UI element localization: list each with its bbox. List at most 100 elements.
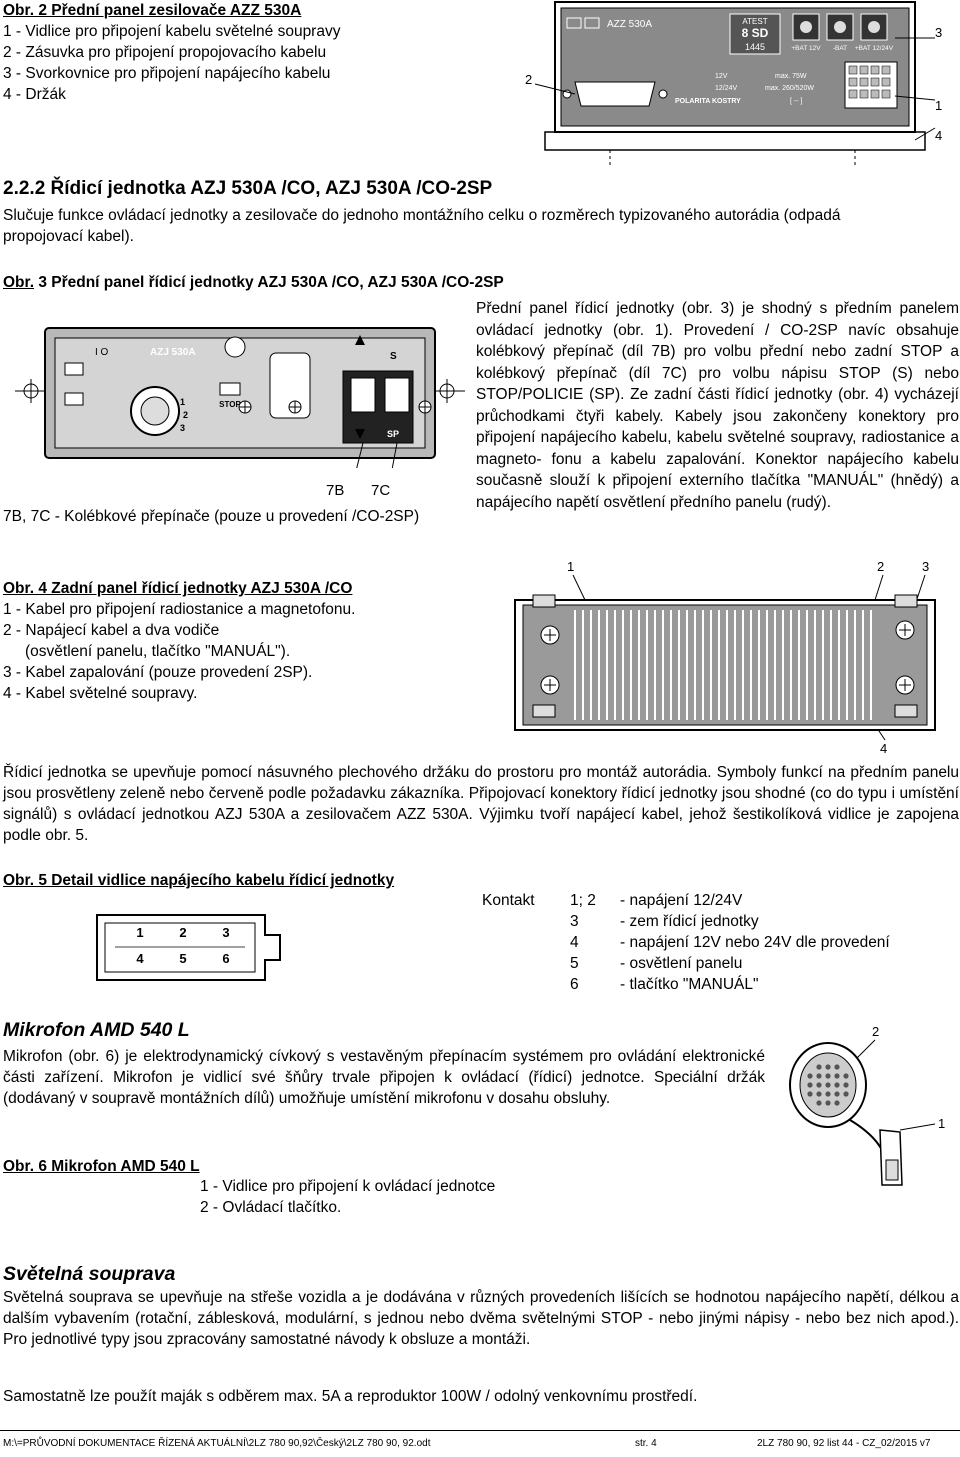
cu-dial-3: 3 [180, 423, 185, 433]
terminal-block [792, 13, 888, 41]
contact-row: 1; 2 - napájení 12/24V [570, 890, 890, 911]
fig2-item: 2 - Zásuvka pro připojení propojovacího … [3, 44, 327, 61]
fig4-item: 1 - Kabel pro připojení radiostanice a m… [3, 601, 356, 618]
contact-desc: - napájení 12/24V [620, 892, 743, 909]
fig2-caption: Obr. 2 Přední panel zesilovače AZZ 530A … [3, 0, 423, 105]
rear-callout-2: 2 [877, 559, 884, 574]
fig4-item: (osvětlení panelu, tlačítko "MANUÁL"). [25, 643, 291, 660]
fig2-item: 1 - Vidlice pro připojení kabelu světeln… [3, 23, 341, 40]
contact-table: 1; 2 - napájení 12/24V 3 - zem řídicí jedn… [570, 890, 890, 995]
fig4-title: Obr. 4 Zadní panel řídicí jednotky AZJ 5… [3, 580, 353, 597]
cu-volume-knob[interactable] [224, 336, 246, 358]
contact-pin: 1; 2 [570, 892, 596, 909]
light-text2: Samostatně lze použít maják s odběrem ma… [3, 1388, 698, 1405]
contact-pin: 4 [570, 934, 579, 951]
fig4-caption: Obr. 4 Zadní panel řídicí jednotky AZJ 5… [3, 578, 473, 704]
mic-text: Mikrofon (obr. 6) je elektrodynamický cí… [3, 1048, 765, 1107]
fig4-item: 3 - Kabel zapalování (pouze provedení 2S… [3, 664, 313, 681]
section-intro: Slučuje funkce ovládací jednotky a zesil… [3, 207, 841, 245]
cu-dial-2: 2 [183, 410, 188, 420]
contact-desc: - zem řídicí jednotky [620, 913, 759, 930]
rear-callout-3: 3 [922, 559, 929, 574]
rear-callout-4: 4 [880, 741, 887, 755]
cu-switch-green[interactable] [64, 362, 84, 376]
control-unit-front-panel-drawing: I O AZJ 530A 1 2 3 STOP S SP [15, 327, 465, 468]
footer-page: str. 4 [635, 1438, 657, 1449]
cable-glands [532, 594, 918, 718]
amp-callout-4: 4 [935, 128, 942, 143]
label-7b: 7B [326, 482, 345, 499]
mic-callout-2: 2 [872, 1024, 879, 1039]
footer-path: M:\=PRŮVODNÍ DOKUMENTACE ŘÍZENÁ AKTUÁLNÍ… [3, 1438, 431, 1449]
light-heading: Světelná souprava [3, 1263, 176, 1285]
amplifier-front-panel-drawing: AZZ 530A ATEST 8 SD 1445 +BAT 12V -BAT +… [525, 1, 942, 166]
amp-spec2a: 12/24V [715, 85, 738, 92]
fig4-item: 2 - Napájecí kabel a dva vodiče [3, 622, 220, 639]
power-plug-pinout-drawing: 1 2 3 4 5 6 [96, 914, 281, 981]
fig3-title-rest: 3 Přední panel řídicí jednotky AZJ 530A … [34, 274, 504, 291]
mic-callout-1: 1 [938, 1116, 945, 1131]
fig2-item: 3 - Svorkovnice pro připojení napájecího… [3, 65, 331, 82]
mount-text: Řídicí jednotka se upevňuje pomocí násuv… [3, 764, 959, 844]
pin-1: 1 [136, 925, 143, 940]
contact-pin: 6 [570, 976, 579, 993]
amp-callout-3: 3 [935, 25, 942, 40]
microphone-drawing: 2 1 [789, 1024, 945, 1186]
cu-rocker-s: S [390, 351, 397, 362]
amp-atest-code: 8 SD [742, 26, 769, 40]
fig3-caption: 7B, 7C - Kolébkové přepínače (pouze u pr… [3, 508, 420, 525]
cu-rocker-7b[interactable] [350, 377, 376, 413]
cu-switch-red[interactable] [64, 392, 84, 406]
pin-5: 5 [179, 951, 186, 966]
contact-pin: 5 [570, 955, 579, 972]
cu-speaker-grille [269, 352, 311, 419]
mic-item: 2 - Ovládací tlačítko. [200, 1199, 342, 1216]
amp-spec1a: 12V [715, 73, 728, 80]
control-unit-rear-panel-drawing: 1 2 3 4 [514, 559, 936, 755]
amp-atest-num: 1445 [745, 42, 765, 52]
amp-term1: +BAT 12V [791, 45, 821, 52]
mic-item: 1 - Vidlice pro připojení k ovládací jed… [200, 1178, 496, 1195]
amp-term3: +BAT 12/24V [855, 45, 894, 52]
fig2-item: 4 - Držák [3, 86, 66, 103]
footer-divider [0, 1430, 960, 1431]
mic-heading: Mikrofon AMD 540 L [3, 1019, 190, 1041]
section-heading: 2.2.2 Řídicí jednotka AZJ 530A /CO, AZJ … [3, 178, 493, 199]
label-7c: 7C [371, 482, 391, 499]
mic-fig-title: Obr. 6 Mikrofon AMD 540 L [3, 1158, 200, 1175]
amp-brand: AZZ 530A [607, 19, 652, 30]
amp-spec1b: max. 75W [775, 73, 807, 80]
fig3-title: Obr. 3 Přední panel řídicí jednotky AZJ … [3, 272, 504, 293]
contact-label: Kontakt [482, 892, 535, 909]
pin-3: 3 [222, 925, 229, 940]
dsub-connector [562, 81, 668, 107]
amp-atest-label: ATEST [742, 17, 767, 26]
contact-row: 5 - osvětlení panelu [570, 953, 890, 974]
fig3-title-prefix: Obr. [3, 274, 35, 291]
contact-row: 6 - tlačítko "MANUÁL" [570, 974, 890, 995]
cu-brand: AZJ 530A [150, 347, 196, 358]
contact-pin: 3 [570, 913, 579, 930]
cu-stop-indicator [219, 382, 241, 396]
cu-rocker-7c[interactable] [384, 377, 410, 413]
contact-desc: - tlačítko "MANUÁL" [620, 976, 759, 993]
contact-desc: - napájení 12V nebo 24V dle provedení [620, 934, 890, 951]
amp-callout-1: 1 [935, 98, 942, 113]
contact-desc: - osvětlení panelu [620, 955, 743, 972]
pin-4: 4 [136, 951, 144, 966]
cu-dial-1: 1 [180, 397, 185, 407]
contact-row: 3 - zem řídicí jednotky [570, 911, 890, 932]
fig4-item: 4 - Kabel světelné soupravy. [3, 685, 198, 702]
cu-rocker-sp: SP [387, 429, 399, 439]
rear-callout-1: 1 [567, 559, 574, 574]
contact-row: 4 - napájení 12V nebo 24V dle provedení [570, 932, 890, 953]
amp-term2: -BAT [833, 45, 847, 52]
pin-6: 6 [222, 951, 229, 966]
cu-stop-label: STOP [219, 400, 241, 409]
light-text: Světelná souprava se upevňuje na střeše … [3, 1289, 959, 1348]
amp-spec2b: max. 260/520W [765, 85, 814, 92]
mic-items: 1 - Vidlice pro připojení k ovládací jed… [200, 1176, 495, 1218]
fig3-description: Přední panel řídicí jednotky (obr. 3) je… [476, 300, 959, 511]
amp-polarity-sym: [ -- ] [790, 98, 802, 105]
amp-polarity: POLARITA KOSTRY [675, 98, 741, 105]
